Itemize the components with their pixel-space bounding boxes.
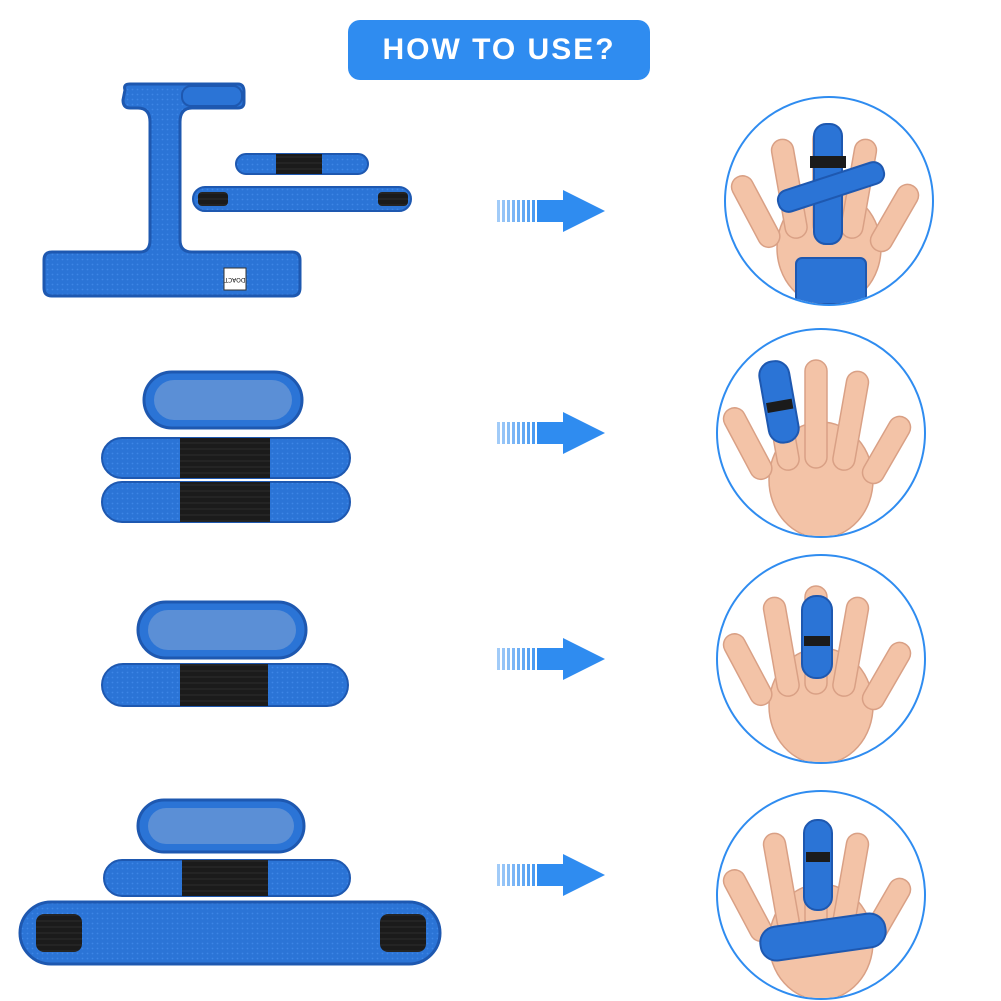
arrow-icon bbox=[495, 410, 607, 456]
hand-with-full-splint-icon bbox=[724, 96, 934, 306]
arrow-icon bbox=[495, 188, 607, 234]
arrow-icon bbox=[495, 852, 607, 898]
step-row-2 bbox=[0, 326, 1001, 556]
step-row-1: DOACT bbox=[0, 82, 1001, 312]
splint-frame-with-straps: DOACT bbox=[0, 82, 450, 312]
finger-pad-and-one-strap bbox=[0, 560, 450, 780]
brand-label: DOACT bbox=[224, 276, 245, 283]
step-row-3 bbox=[0, 554, 1001, 780]
title-badge: HOW TO USE? bbox=[348, 20, 650, 80]
arrow-icon bbox=[495, 636, 607, 682]
step-row-4 bbox=[0, 786, 1001, 1000]
hand-with-finger-wrap-icon bbox=[716, 554, 926, 764]
hand-with-finger-wrap-icon bbox=[716, 328, 926, 538]
page-title: HOW TO USE? bbox=[382, 33, 616, 66]
hand-with-palm-band-icon bbox=[716, 790, 926, 1000]
finger-pad-strap-and-hand-band bbox=[0, 786, 450, 996]
finger-pad-and-two-straps bbox=[0, 326, 450, 556]
